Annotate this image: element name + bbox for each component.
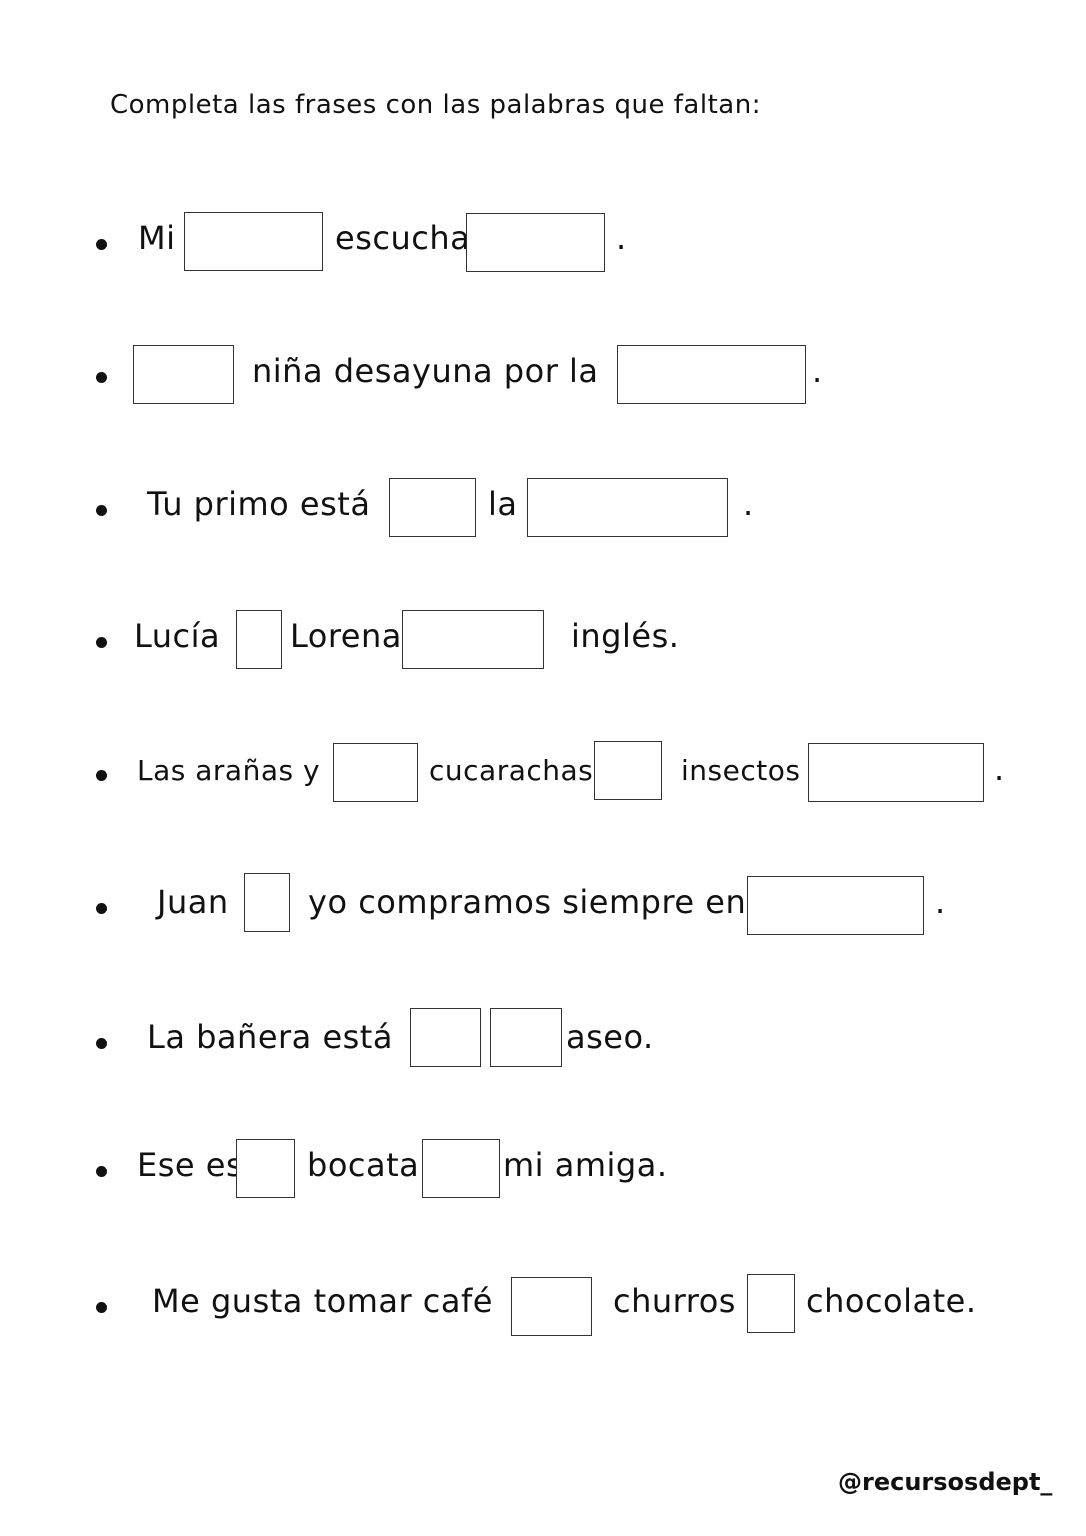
- answer-blank-box[interactable]: [527, 478, 728, 537]
- answer-blank-box[interactable]: [333, 743, 418, 802]
- answer-blank-box[interactable]: [808, 743, 984, 802]
- bullet-icon: [96, 505, 107, 516]
- answer-blank-box[interactable]: [511, 1277, 592, 1336]
- sentence-text: Ese es: [137, 1146, 244, 1184]
- sentence-text: La bañera está: [147, 1018, 393, 1056]
- answer-blank-box[interactable]: [617, 345, 806, 404]
- bullet-icon: [96, 1302, 107, 1313]
- sentence-text: yo compramos siempre en: [308, 883, 747, 921]
- answer-blank-box[interactable]: [184, 212, 323, 271]
- sentence-text: Las arañas y: [137, 754, 321, 787]
- answer-blank-box[interactable]: [402, 610, 544, 669]
- instructions-title: Completa las frases con las palabras que…: [110, 90, 761, 120]
- bullet-icon: [96, 372, 107, 383]
- answer-blank-box[interactable]: [389, 478, 476, 537]
- sentence-text: .: [812, 352, 823, 390]
- sentence-text: bocata: [307, 1146, 420, 1184]
- sentence-text: Tu primo está: [147, 485, 371, 523]
- sentence-text: niña desayuna por la: [252, 352, 599, 390]
- sentence-text: churros: [613, 1282, 736, 1320]
- answer-blank-box[interactable]: [422, 1139, 500, 1198]
- sentence-text: escucha: [335, 219, 471, 257]
- bullet-icon: [96, 637, 107, 648]
- bullet-icon: [96, 1038, 107, 1049]
- answer-blank-box[interactable]: [133, 345, 234, 404]
- sentence-text: Mi: [138, 219, 176, 257]
- answer-blank-box[interactable]: [747, 1274, 795, 1333]
- sentence-text: .: [994, 750, 1005, 788]
- sentence-text: Me gusta tomar café: [152, 1282, 493, 1320]
- bullet-icon: [96, 903, 107, 914]
- sentence-text: mi amiga.: [503, 1146, 668, 1184]
- answer-blank-box[interactable]: [236, 1139, 295, 1198]
- bullet-icon: [96, 770, 107, 781]
- sentence-text: Lorena: [290, 617, 402, 655]
- bullet-icon: [96, 1166, 107, 1177]
- sentence-text: Lucía: [134, 617, 221, 655]
- sentence-text: .: [616, 219, 627, 257]
- watermark-handle: @recursosdept_: [838, 1468, 1053, 1496]
- sentence-text: inglés.: [571, 617, 680, 655]
- answer-blank-box[interactable]: [410, 1008, 481, 1067]
- sentence-text: insectos: [681, 754, 801, 787]
- bullet-icon: [96, 239, 107, 250]
- sentence-text: chocolate.: [806, 1282, 977, 1320]
- sentence-text: aseo.: [566, 1018, 654, 1056]
- answer-blank-box[interactable]: [236, 610, 282, 669]
- sentence-text: .: [743, 485, 754, 523]
- sentence-text: .: [935, 883, 946, 921]
- answer-blank-box[interactable]: [244, 873, 290, 932]
- answer-blank-box[interactable]: [490, 1008, 562, 1067]
- answer-blank-box[interactable]: [594, 741, 662, 800]
- answer-blank-box[interactable]: [747, 876, 924, 935]
- sentence-text: la: [488, 485, 518, 523]
- sentence-text: Juan: [157, 883, 229, 921]
- sentence-text: cucarachas: [429, 754, 594, 787]
- answer-blank-box[interactable]: [466, 213, 605, 272]
